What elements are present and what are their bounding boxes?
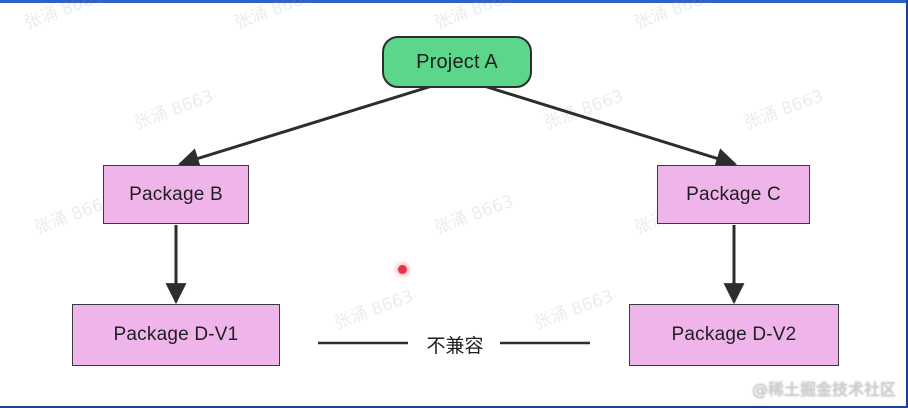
- edge-root-to-package-b: [177, 84, 433, 169]
- package-d-v2-node: Package D-V2: [629, 304, 839, 366]
- site-watermark: @稀土掘金技术社区: [751, 380, 896, 399]
- bottom-border: [0, 406, 908, 408]
- package-d-v1-node: Package D-V1: [72, 304, 280, 366]
- laser-pointer-dot: [398, 265, 407, 274]
- project-a-node: Project A: [382, 36, 532, 88]
- node-label: Package C: [686, 183, 781, 205]
- edge-root-to-package-c: [483, 84, 738, 169]
- right-border: [906, 0, 908, 408]
- package-b-node: Package B: [103, 165, 249, 224]
- node-label: Package D-V2: [671, 324, 797, 345]
- node-label: Project A: [416, 50, 498, 73]
- top-border: [0, 0, 908, 3]
- incompatible-label: 不兼容: [412, 332, 498, 357]
- node-label: Package B: [129, 183, 223, 205]
- node-label: Package D-V1: [113, 324, 239, 345]
- package-c-node: Package C: [657, 165, 810, 224]
